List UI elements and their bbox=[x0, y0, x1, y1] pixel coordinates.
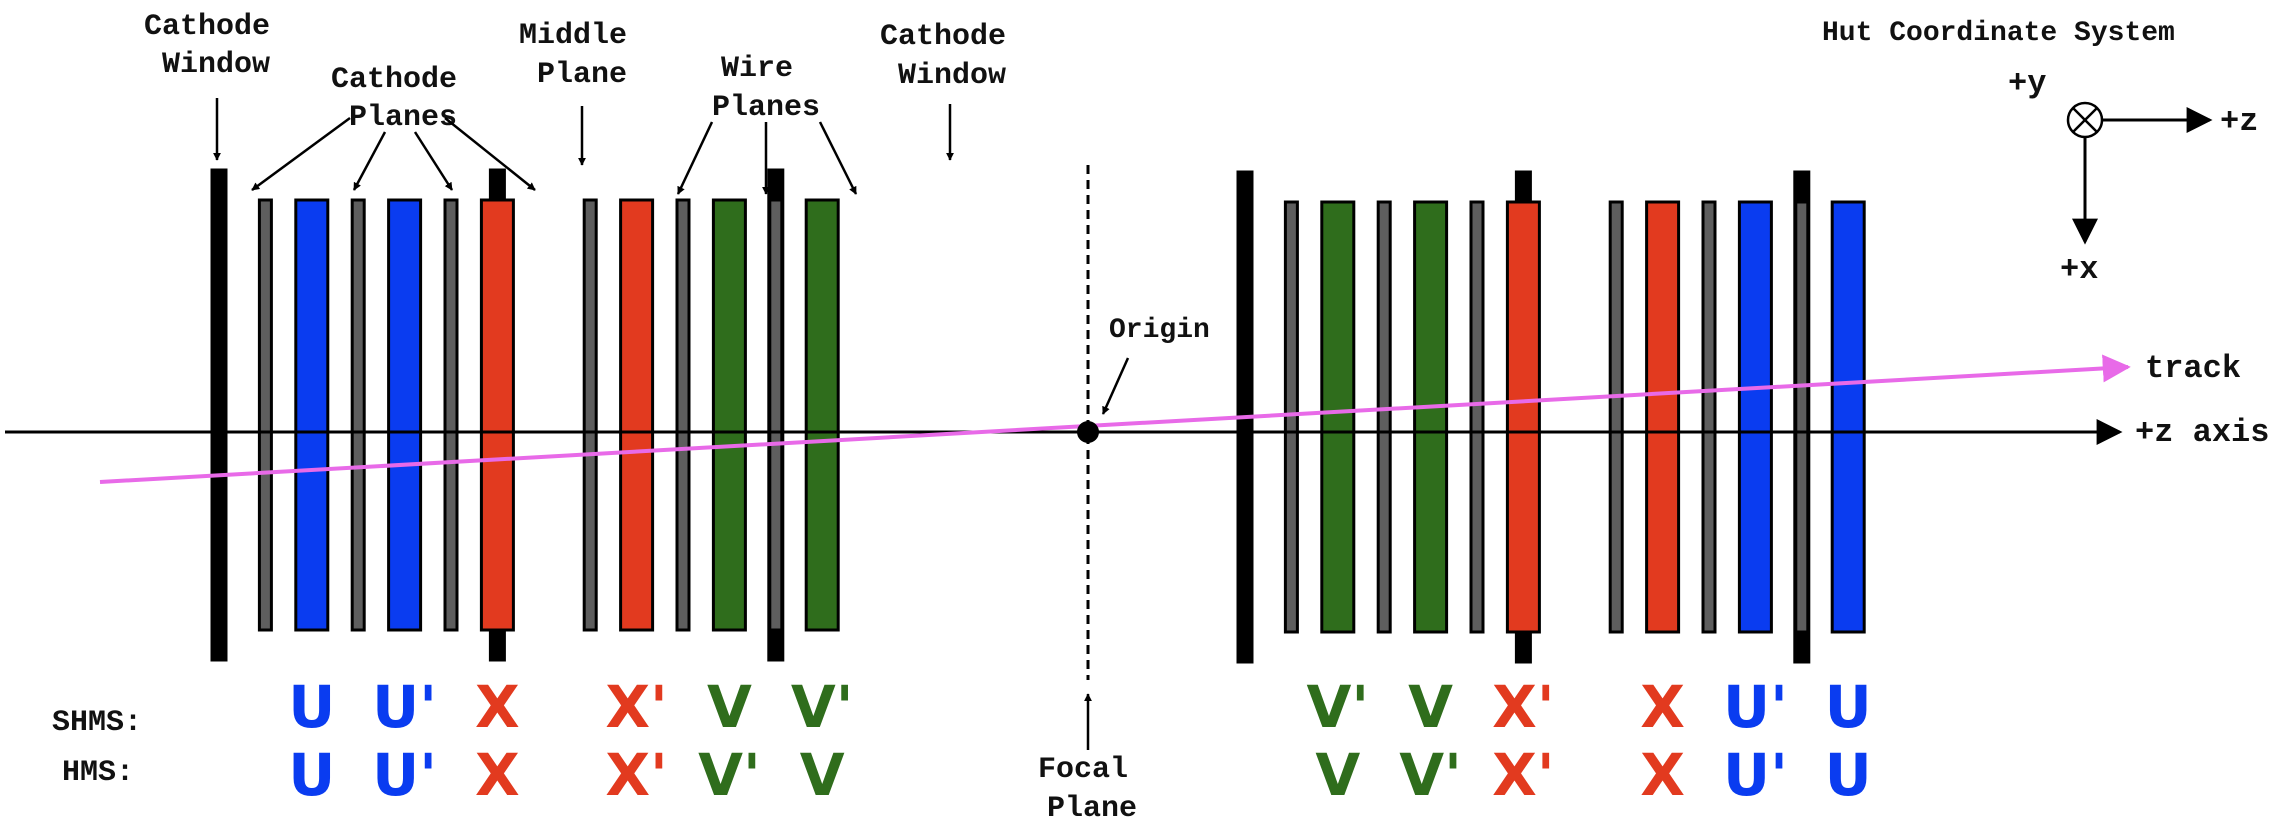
shms-row-label: SHMS: bbox=[52, 706, 142, 740]
shms-plane-label: U' bbox=[372, 673, 437, 741]
track-line bbox=[99, 354, 2131, 484]
middle-plane-label: Middle Plane bbox=[519, 19, 645, 92]
cathode-window bbox=[210, 168, 228, 662]
shms-plane-label: X bbox=[475, 673, 520, 741]
hms-plane-label: X' bbox=[605, 741, 667, 809]
shms-plane-label: V' bbox=[791, 673, 854, 741]
cathode-plane bbox=[257, 198, 273, 632]
cathode-plane bbox=[1283, 200, 1299, 634]
coord-z-label: +z bbox=[2220, 103, 2258, 140]
hms-plane-label: U bbox=[288, 741, 335, 809]
wire-plane-x bbox=[479, 198, 515, 632]
wire-plane-u bbox=[1830, 200, 1866, 634]
shms-plane-label: V bbox=[1408, 673, 1453, 741]
shms-plane-label: U bbox=[288, 673, 335, 741]
wire-plane-x bbox=[1505, 200, 1541, 634]
wire-plane-x bbox=[619, 198, 655, 632]
wire-planes-arrow-1 bbox=[676, 121, 714, 195]
wire-plane-u bbox=[294, 198, 330, 632]
cathode-plane bbox=[1469, 200, 1485, 634]
plane-labels: UUU'U'XXX'X'VV'V'VV'VVV'X'X'XXU'U'UU bbox=[288, 673, 1872, 809]
cathode-plane bbox=[350, 198, 366, 632]
cathode-planes-arrow-2 bbox=[352, 131, 387, 191]
cathode-window-right-label: Cathode Window bbox=[880, 20, 1024, 93]
hms-plane-label: X bbox=[475, 741, 520, 809]
shms-plane-label: V bbox=[707, 673, 752, 741]
cathode-planes-arrow-1 bbox=[251, 116, 351, 192]
hms-plane-label: X bbox=[1640, 741, 1685, 809]
hms-plane-label: V bbox=[1315, 741, 1360, 809]
wire-planes-label: Wire Planes bbox=[712, 52, 820, 125]
wire-plane-v bbox=[1413, 200, 1449, 634]
wire-plane-v bbox=[711, 198, 747, 632]
chamber-planes bbox=[210, 168, 1866, 664]
shms-plane-label: X' bbox=[605, 673, 667, 741]
wire-plane-x bbox=[1645, 200, 1681, 634]
hms-plane-label: X' bbox=[1492, 741, 1554, 809]
cathode-plane bbox=[1608, 200, 1624, 634]
cathode-planes-arrow-4 bbox=[444, 117, 536, 191]
cathode-plane bbox=[582, 198, 598, 632]
shms-plane-label: X' bbox=[1492, 673, 1554, 741]
hms-plane-label: U' bbox=[1723, 741, 1788, 809]
focal-plane-label: Focal Plane bbox=[1038, 753, 1146, 826]
shms-plane-label: U bbox=[1825, 673, 1872, 741]
coord-y-label: +y bbox=[2008, 65, 2046, 102]
cathode-plane bbox=[768, 198, 784, 632]
cathode-window-left-label: Cathode Window bbox=[144, 10, 288, 82]
cathode-planes-label: Cathode Planes bbox=[331, 63, 475, 135]
z-axis-label: +z axis bbox=[2135, 414, 2269, 451]
shms-plane-label: X bbox=[1640, 673, 1685, 741]
cathode-plane bbox=[1701, 200, 1717, 634]
shms-plane-label: U' bbox=[1723, 673, 1788, 741]
origin-label: Origin bbox=[1109, 315, 1210, 346]
wire-plane-u bbox=[387, 198, 423, 632]
cathode-plane bbox=[1376, 200, 1392, 634]
coord-x-label: +x bbox=[2060, 251, 2098, 288]
wire-planes-arrow-3 bbox=[818, 121, 858, 195]
hms-plane-label: U bbox=[1825, 741, 1872, 809]
cathode-planes-arrow-3 bbox=[413, 131, 454, 191]
cathode-plane bbox=[675, 198, 691, 632]
wire-plane-v bbox=[804, 198, 840, 632]
hms-plane-label: V bbox=[800, 741, 845, 809]
cathode-plane bbox=[1794, 200, 1810, 634]
hms-row-label: HMS: bbox=[62, 756, 134, 790]
wire-plane-u bbox=[1737, 200, 1773, 634]
track-label: track bbox=[2145, 350, 2241, 387]
origin-pointer-arrow bbox=[1101, 357, 1130, 415]
shms-plane-label: V' bbox=[1306, 673, 1369, 741]
hms-plane-label: U' bbox=[372, 741, 437, 809]
coord-into-page-icon bbox=[2066, 101, 2104, 139]
hms-plane-label: V' bbox=[1399, 741, 1462, 809]
hms-plane-label: V' bbox=[698, 741, 761, 809]
cathode-plane bbox=[443, 198, 459, 632]
coord-title: Hut Coordinate System bbox=[1822, 18, 2175, 49]
origin-point bbox=[1077, 421, 1099, 443]
wire-plane-v bbox=[1320, 200, 1356, 634]
